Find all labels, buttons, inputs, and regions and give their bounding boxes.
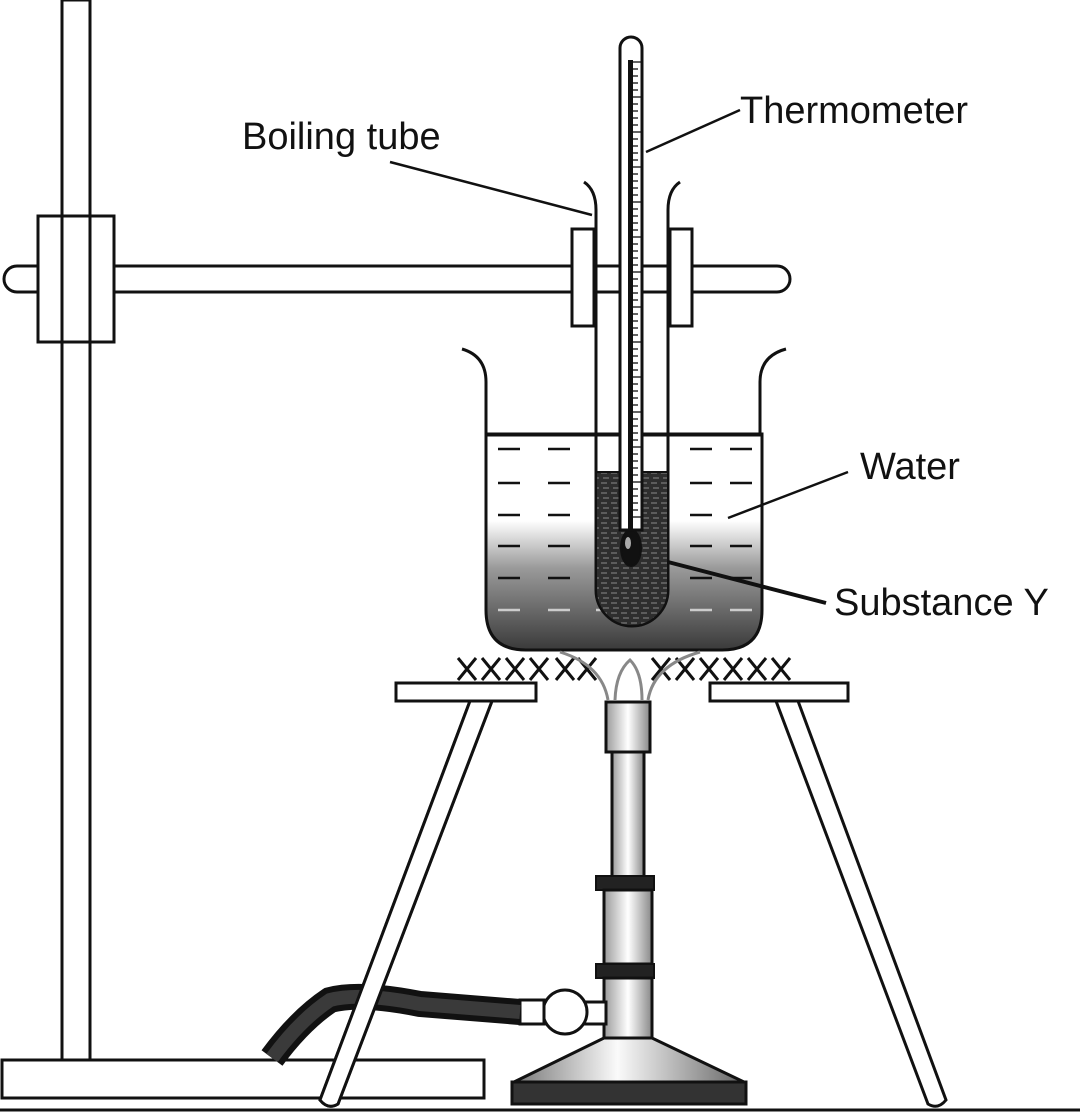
thermometer-leader bbox=[645, 108, 741, 154]
thermometer bbox=[618, 35, 644, 567]
water-label: Water bbox=[860, 446, 960, 488]
clamp-jaw-left bbox=[570, 227, 596, 328]
thermometer-label: Thermometer bbox=[740, 90, 969, 132]
substance-y-label: Substance Y bbox=[834, 582, 1049, 624]
stand-base bbox=[0, 1058, 486, 1100]
water-marks bbox=[498, 447, 752, 580]
boiling-tube-label: Boiling tube bbox=[242, 116, 441, 158]
boiling-tube-leader bbox=[389, 160, 593, 217]
clamp-jaw-right bbox=[668, 227, 694, 328]
stand-rod bbox=[60, 0, 92, 1062]
substance-y-leader bbox=[667, 560, 827, 605]
bunsen-burner bbox=[510, 700, 748, 1106]
water-leader bbox=[727, 470, 849, 520]
flame bbox=[559, 650, 701, 701]
gauze bbox=[456, 657, 792, 681]
boss-head bbox=[36, 214, 116, 344]
